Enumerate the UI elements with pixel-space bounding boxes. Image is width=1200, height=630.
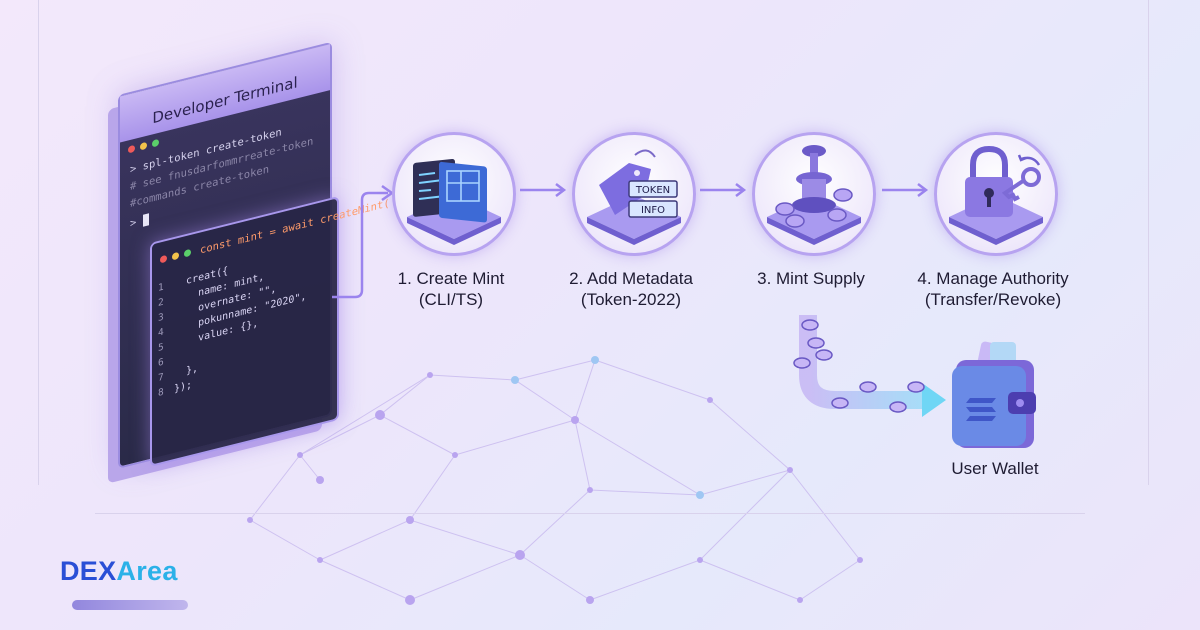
window-controls <box>160 248 191 264</box>
tag-line-token: TOKEN <box>635 185 670 196</box>
window-controls <box>128 138 159 154</box>
minimize-dot-icon[interactable] <box>140 141 147 151</box>
step-arrow <box>520 183 567 197</box>
step-3-icon-circle <box>752 132 876 256</box>
logo-main: DEX <box>60 556 117 586</box>
divider-line <box>95 513 1085 514</box>
logo-underline <box>72 600 188 610</box>
minimize-dot-icon[interactable] <box>172 251 179 261</box>
step-1-label: 1. Create Mint (CLI/TS) <box>351 268 551 310</box>
code-body: creat({ name: mint, overnate: "", pokunn… <box>174 244 306 397</box>
tag-line-info: INFO <box>641 205 665 216</box>
line-number: 5 <box>158 341 164 355</box>
line-number: 1 <box>158 281 164 295</box>
coin-flow-arrow <box>793 315 946 417</box>
step-subtitle: (CLI/TS) <box>418 290 484 309</box>
step-title: 1. Create Mint <box>397 269 505 288</box>
wallet-icon <box>952 341 1036 448</box>
step-arrow <box>700 183 747 197</box>
wallet-label: User Wallet <box>951 459 1039 478</box>
step-title: 3. Mint Supply <box>757 269 865 288</box>
step-2-icon-circle: TOKEN INFO <box>572 132 696 256</box>
line-number: 8 <box>158 386 164 400</box>
step-title: 4. Manage Authority <box>917 269 1069 288</box>
step-subtitle: (Token-2022) <box>580 290 682 309</box>
line-number: 2 <box>158 296 164 310</box>
maximize-dot-icon[interactable] <box>152 138 159 148</box>
line-number: 7 <box>158 371 164 385</box>
divider-line <box>38 0 39 485</box>
step-1-icon-circle <box>392 132 516 256</box>
line-number: 3 <box>158 311 164 325</box>
close-dot-icon[interactable] <box>128 144 135 154</box>
padlock-key-icon <box>949 145 1043 245</box>
step-4-icon-circle <box>934 132 1058 256</box>
logo-accent: Area <box>116 556 178 586</box>
tag-icon: TOKEN INFO <box>587 149 681 245</box>
step-title: 2. Add Metadata <box>569 269 693 288</box>
brand-logo[interactable]: DEXArea <box>60 556 178 587</box>
stamp-coins-icon <box>767 145 861 245</box>
line-number: 6 <box>158 356 164 370</box>
maximize-dot-icon[interactable] <box>184 248 191 258</box>
close-dot-icon[interactable] <box>160 254 167 264</box>
step-subtitle: (Transfer/Revoke) <box>924 290 1062 309</box>
prompt-symbol: > <box>130 216 137 231</box>
step-2-label: 2. Add Metadata (Token-2022) <box>531 268 731 310</box>
text-cursor <box>142 213 149 227</box>
step-arrow <box>882 183 929 197</box>
divider-line <box>1148 0 1149 485</box>
terminal-prompt: > <box>130 213 149 230</box>
blueprint-icon <box>407 158 501 245</box>
step-4-label: 4. Manage Authority (Transfer/Revoke) <box>893 268 1093 310</box>
line-number: 4 <box>158 326 164 340</box>
step-3-label: 3. Mint Supply <box>711 268 911 289</box>
